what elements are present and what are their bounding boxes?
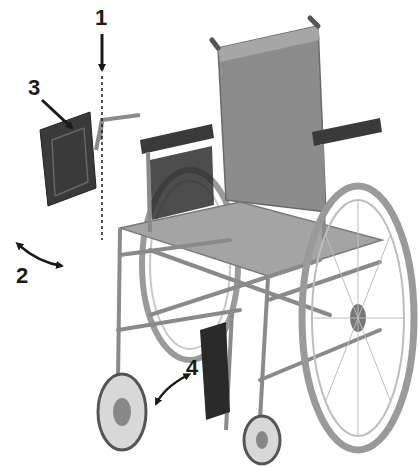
motion-arrows (20, 34, 186, 404)
callout-number: 3 (28, 76, 40, 100)
callout-number: 1 (95, 6, 107, 30)
armrests (140, 118, 382, 240)
callout-number: 4 (186, 356, 198, 380)
push-handles (212, 18, 318, 48)
front-casters (98, 374, 280, 464)
callout-number: 2 (16, 264, 28, 288)
frame (118, 230, 380, 420)
rear-wheel-right (302, 186, 414, 450)
footrest-attached (200, 312, 232, 430)
backrest (218, 26, 326, 212)
backrest-top (218, 26, 320, 62)
footrest-detached (40, 112, 140, 206)
